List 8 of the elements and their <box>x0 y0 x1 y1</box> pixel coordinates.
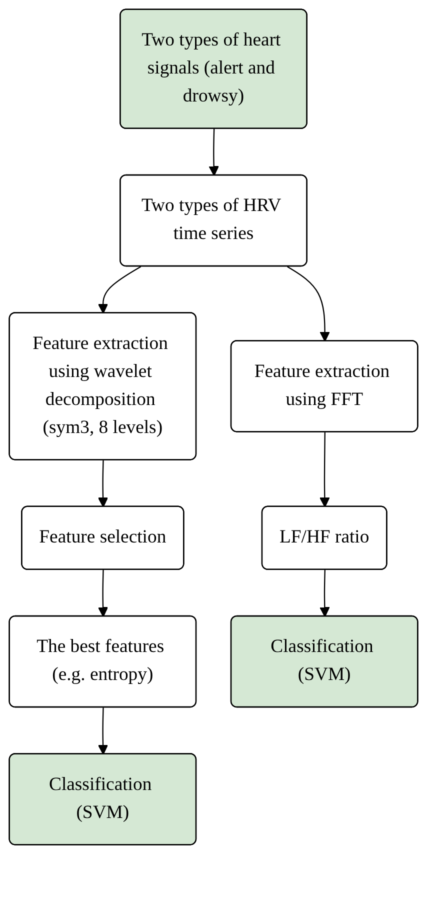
arrow <box>98 266 142 314</box>
arrow <box>98 570 108 618</box>
arrow <box>320 570 330 618</box>
arrow <box>287 266 330 342</box>
arrow <box>98 460 108 508</box>
arrow <box>208 128 219 176</box>
arrow <box>98 708 108 755</box>
arrow <box>320 432 330 508</box>
